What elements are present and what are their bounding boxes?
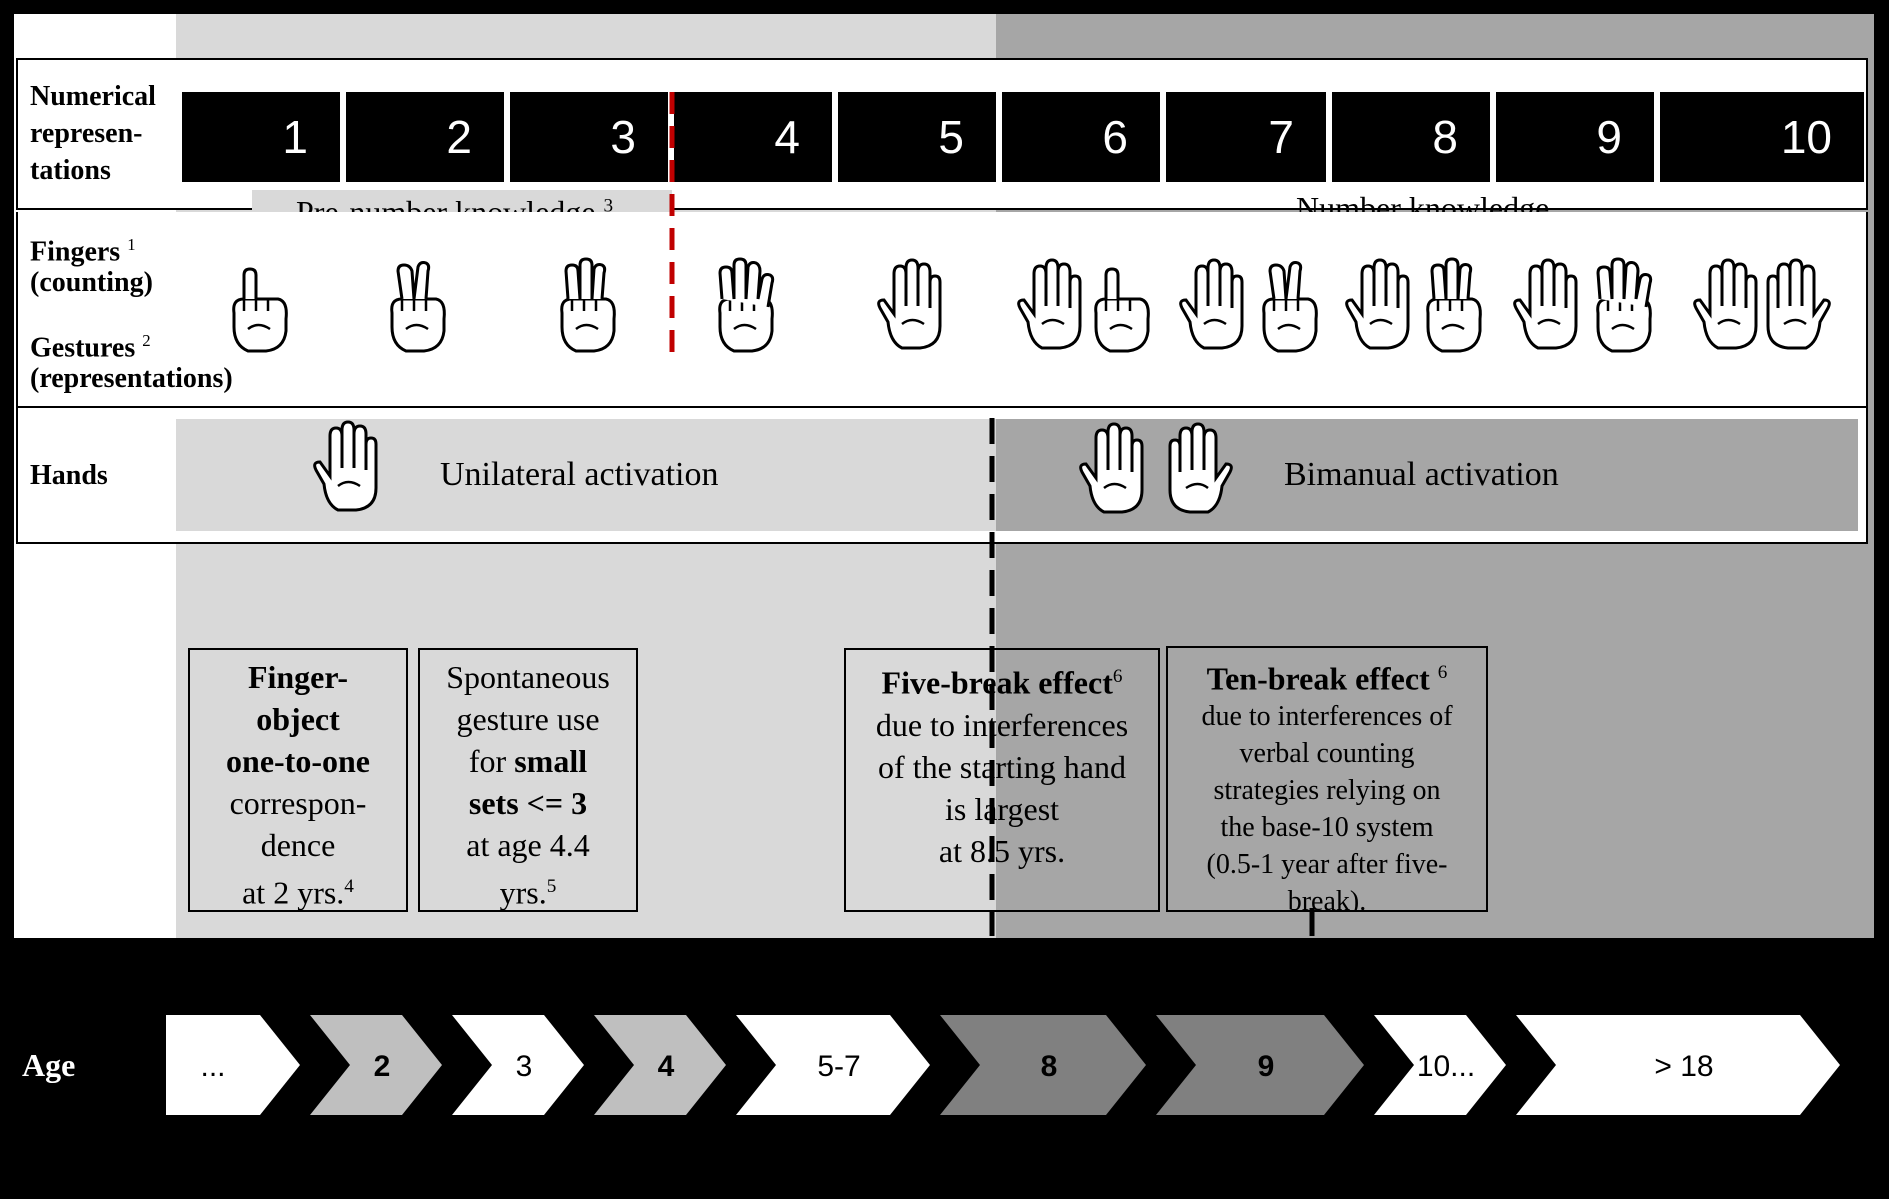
age-step-6 xyxy=(940,1015,1146,1115)
number-cell-6: 6 xyxy=(1002,92,1160,182)
eight-fingers-right-hand-icon xyxy=(1426,257,1482,353)
two-fingers-icon xyxy=(390,261,446,353)
hands-label: Hands xyxy=(30,460,108,491)
age-step-label-1: ... xyxy=(200,1050,225,1083)
age-step-label-8: 10... xyxy=(1417,1050,1475,1083)
numerical-label-line3: tations xyxy=(30,155,111,186)
one-finger-icon xyxy=(232,267,288,353)
number-cell-4: 4 xyxy=(674,92,832,182)
finger-object-note: Finger- object one-to-one correspon- den… xyxy=(188,648,408,912)
age-label: Age xyxy=(22,1047,76,1083)
counting-label: (counting) xyxy=(30,267,153,298)
knowledge-line-mid xyxy=(672,208,1220,210)
number-cell-9: 9 xyxy=(1496,92,1654,182)
unilateral-activation-label: Unilateral activation xyxy=(440,456,719,493)
age-step-label-4: 4 xyxy=(658,1050,675,1083)
four-fingers-icon xyxy=(718,257,775,353)
age-step-label-6: 8 xyxy=(1041,1050,1058,1083)
numerical-row-label: Numerical represen- tations xyxy=(30,78,156,189)
gestures-label: Gestures 2 xyxy=(30,331,151,364)
age-step-9 xyxy=(1516,1015,1840,1115)
ten-break-effect-note: Ten-break effect 6 due to interferences … xyxy=(1166,646,1488,912)
number-cell-10: 10 xyxy=(1660,92,1864,182)
age-step-4 xyxy=(594,1015,726,1115)
number-cell-3: 3 xyxy=(510,92,668,182)
age-step-label-5: 5-7 xyxy=(817,1050,860,1083)
fingers-label: Fingers 1 xyxy=(30,235,136,268)
age-step-5 xyxy=(736,1015,930,1115)
age-step-7 xyxy=(1156,1015,1364,1115)
three-fingers-icon xyxy=(560,257,616,353)
age-step-3 xyxy=(452,1015,584,1115)
age-step-label-9: > 18 xyxy=(1654,1050,1713,1083)
nine-fingers-right-hand-icon xyxy=(1596,257,1653,353)
number-cell-5: 5 xyxy=(838,92,996,182)
number-cell-1: 1 xyxy=(182,92,340,182)
age-step-label-7: 9 xyxy=(1258,1050,1275,1083)
knowledge-line-left xyxy=(16,208,252,210)
number-cell-7: 7 xyxy=(1166,92,1326,182)
age-step-label-3: 3 xyxy=(516,1050,533,1083)
spontaneous-gesture-note: Spontaneous gesture use for small sets <… xyxy=(418,648,638,912)
knowledge-line-right xyxy=(1656,208,1868,210)
unilateral-activation-band xyxy=(176,419,996,531)
seven-fingers-right-hand-icon xyxy=(1262,261,1318,353)
numerical-label-line2: represen- xyxy=(30,118,143,149)
age-step-8 xyxy=(1374,1015,1506,1115)
number-cell-8: 8 xyxy=(1332,92,1490,182)
age-step-2 xyxy=(310,1015,442,1115)
representations-label: (representations) xyxy=(30,363,233,394)
number-cell-2: 2 xyxy=(346,92,504,182)
six-fingers-right-hand-icon xyxy=(1094,267,1150,353)
bimanual-activation-label: Bimanual activation xyxy=(1284,456,1559,493)
age-step-1 xyxy=(166,1015,300,1115)
five-break-effect-note: Five-break effect6 due to interferences … xyxy=(844,648,1160,912)
numerical-label-line1: Numerical xyxy=(30,81,156,112)
age-step-label-2: 2 xyxy=(374,1050,391,1083)
